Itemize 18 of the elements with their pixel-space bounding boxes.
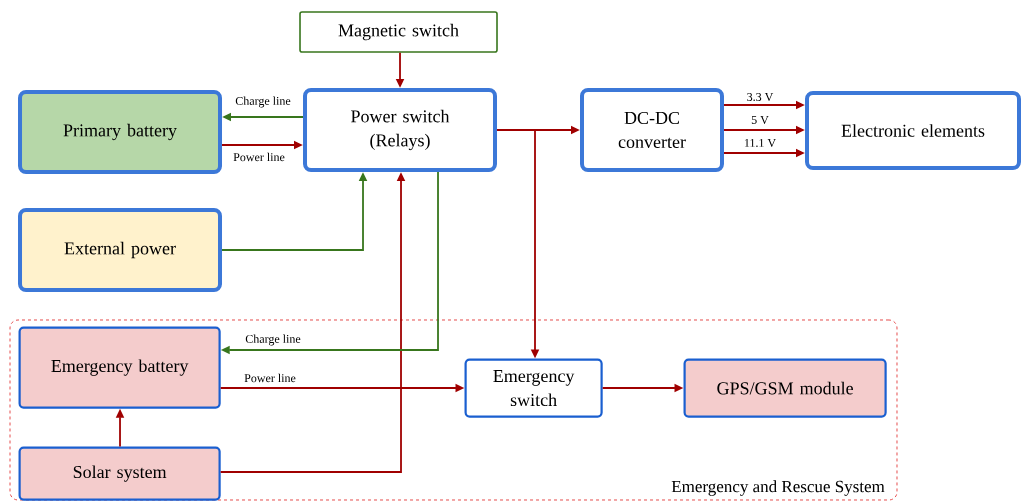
edge-label: 11.1 V	[742, 137, 778, 149]
process-box: Electronic elements	[805, 91, 1021, 170]
process-box: External power	[18, 208, 222, 292]
process-box: Power switch (Relays)	[303, 88, 497, 172]
edge-label: Charge line	[244, 333, 302, 347]
edge-label: 3.3 V	[745, 91, 775, 103]
process-box: Emergency battery	[18, 326, 221, 409]
edge-label: 5 V	[750, 114, 770, 125]
edge-label: Power line	[243, 372, 297, 384]
edge-label: Charge line	[234, 95, 292, 109]
edge-label: Power line	[232, 151, 286, 163]
region-title: Emergency and Rescue System	[671, 480, 885, 496]
process-box: Magnetic switch	[299, 11, 498, 53]
process-box: Primary battery	[18, 90, 222, 174]
process-box: DC-DC converter	[580, 88, 724, 172]
process-box: GPS/GSM module	[683, 358, 887, 418]
process-box: Solar system	[18, 446, 221, 501]
process-box: Emergency switch	[464, 358, 603, 418]
